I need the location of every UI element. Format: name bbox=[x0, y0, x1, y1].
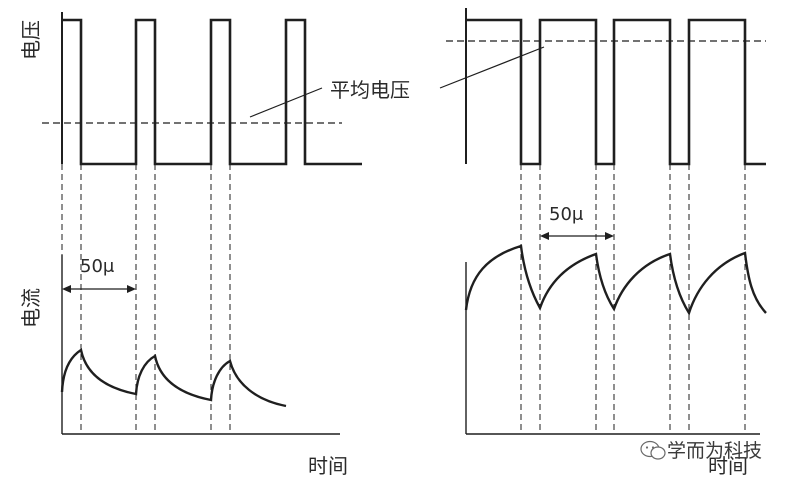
left-time-axis-label: 时间 bbox=[308, 454, 348, 478]
left-arrowhead-start bbox=[62, 285, 71, 293]
right-voltage-waveform bbox=[466, 18, 766, 166]
left-arrowhead-end bbox=[127, 285, 136, 293]
wechat-icon bbox=[640, 440, 666, 460]
current-axis-label: 电流 bbox=[19, 288, 43, 328]
left-voltage-waveform bbox=[62, 18, 362, 166]
right-average-leader bbox=[439, 46, 545, 89]
left-period-label: 50μ bbox=[80, 256, 115, 277]
watermark-text: 学而为科技 bbox=[667, 440, 762, 462]
right-current-waveform bbox=[464, 244, 767, 316]
svg-text:电流: 电流 bbox=[19, 288, 43, 328]
right-time-axis-label: 时间 bbox=[708, 454, 748, 478]
left-average-leader bbox=[249, 87, 323, 118]
right-arrowhead-end bbox=[605, 232, 614, 240]
right-period-label: 50μ bbox=[549, 204, 584, 225]
svg-text:电压: 电压 bbox=[19, 20, 43, 60]
average-voltage-label: 平均电压 bbox=[330, 78, 410, 102]
right-arrowhead-start bbox=[540, 232, 549, 240]
voltage-axis-label: 电压 bbox=[19, 20, 43, 60]
left-current-waveform bbox=[60, 348, 287, 408]
